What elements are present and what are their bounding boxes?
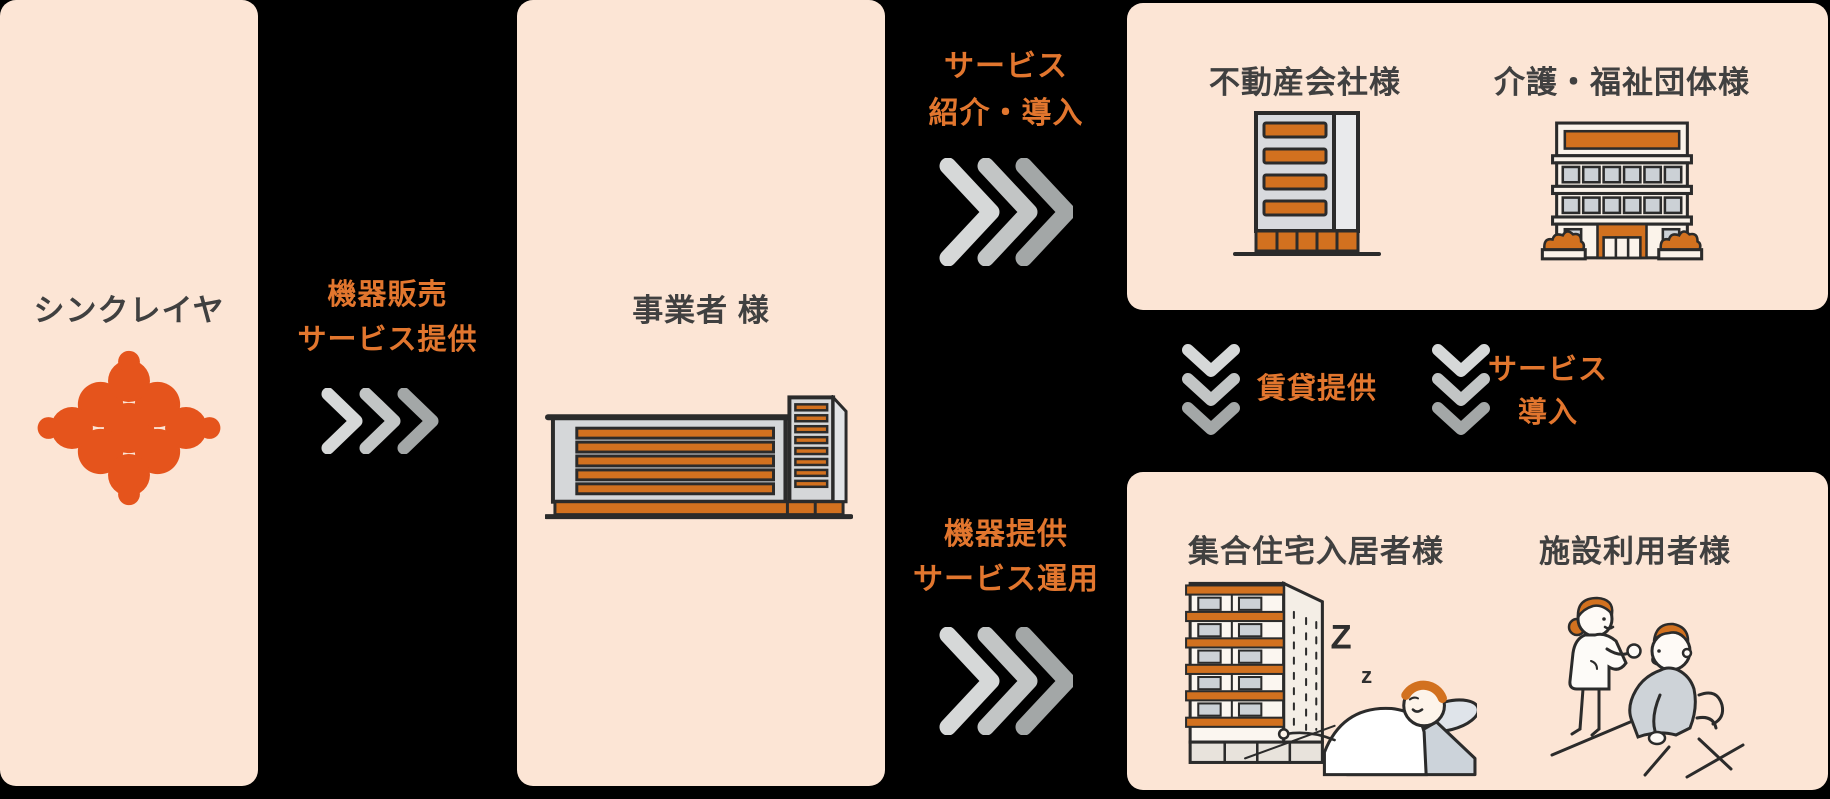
flow-service-intro: サービス 紹介・導入 [885, 0, 1127, 330]
synclayer-logo-icon [37, 350, 221, 506]
panel-synclayer: シンクレイヤ [0, 0, 258, 786]
flow-equipment-sales-line2: サービス提供 [297, 324, 478, 356]
panel-partners: 不動産会社様 介護・福祉団体様 [1127, 3, 1828, 310]
sleep-z-large: Z [1331, 619, 1352, 657]
operator-title: 事業者 様 [632, 293, 770, 328]
welfare-building-icon [1540, 121, 1704, 261]
flow-equipment-provision: 機器提供 サービス運用 [885, 470, 1127, 799]
flow-equipment-sales-line1: 機器販売 [327, 279, 448, 311]
real-estate-title: 不動産会社様 [1209, 65, 1401, 100]
flow-service-install-line1: サービス [1488, 354, 1609, 386]
caregiver-and-elderly-illustration [1550, 596, 1745, 779]
panel-operator: 事業者 様 [517, 0, 885, 786]
synclayer-title: シンクレイヤ [33, 293, 225, 328]
facility-users-title: 施設利用者様 [1539, 534, 1731, 569]
right-chevrons-icon [939, 158, 1073, 266]
sleep-z-small: z [1361, 663, 1372, 688]
down-chevrons-icon [1182, 344, 1240, 435]
flow-equipment-sales: 機器販売 サービス提供 [258, 0, 517, 799]
flow-equipment-provision-line1: 機器提供 [944, 518, 1068, 551]
right-chevrons-icon [321, 388, 439, 454]
operator-building-icon [545, 395, 853, 520]
flow-service-install-line2: 導入 [1517, 397, 1578, 429]
down-chevrons-icon [1432, 344, 1490, 435]
flow-service-intro-line2: 紹介・導入 [928, 97, 1084, 130]
residents-title: 集合住宅入居者様 [1188, 534, 1444, 569]
flow-service-intro-line1: サービス [944, 50, 1068, 83]
office-building-icon [1233, 111, 1381, 256]
panel-end-users: 集合住宅入居者様 施設利用者様 [1127, 472, 1828, 790]
welfare-title: 介護・福祉団体様 [1494, 65, 1750, 100]
flow-equipment-provision-line2: サービス運用 [913, 563, 1099, 596]
flow-rental-label: 賃貸提供 [1256, 373, 1377, 405]
right-chevrons-icon [939, 627, 1073, 735]
apartment-sleeping-resident-illustration: Z z [1185, 581, 1477, 777]
